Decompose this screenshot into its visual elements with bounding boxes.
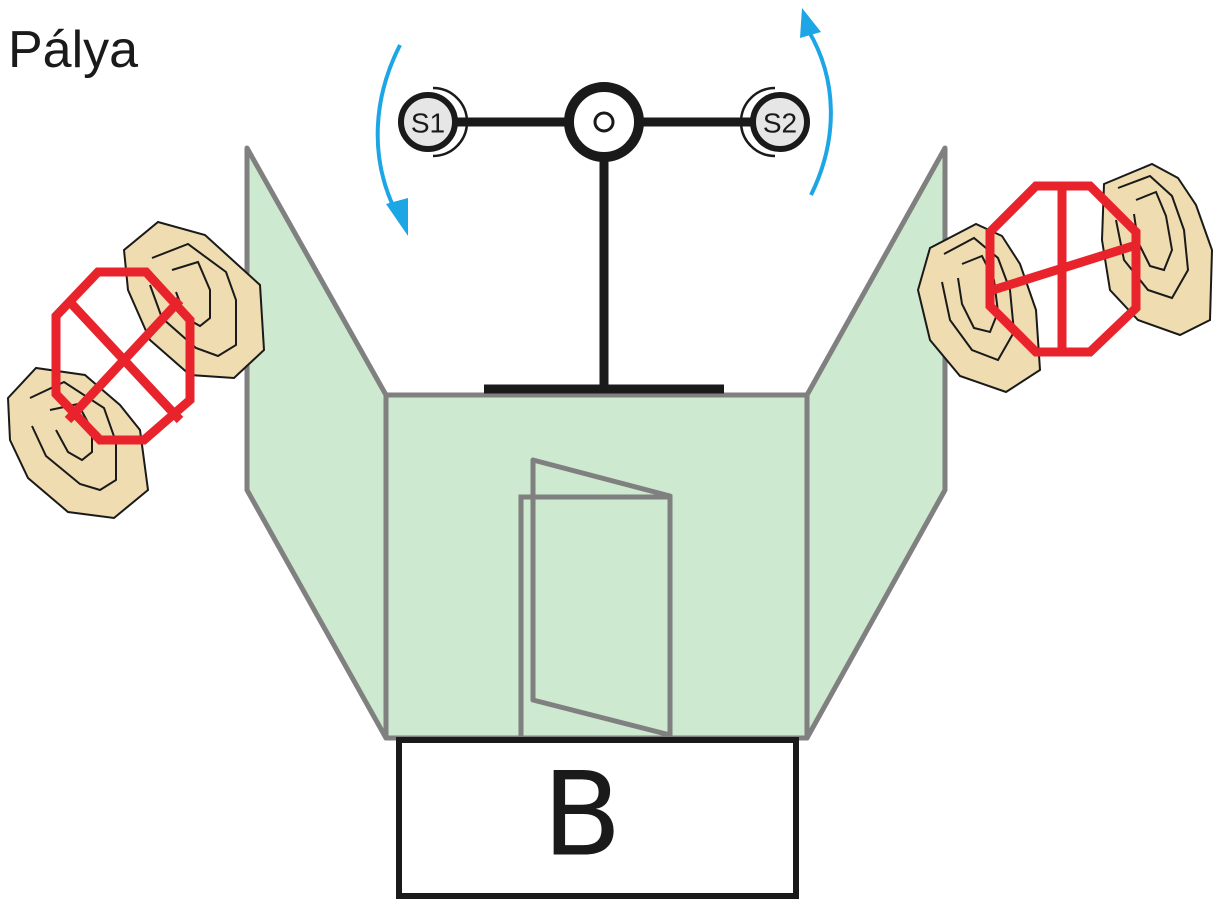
no-shoot-right <box>985 181 1141 357</box>
shooting-box: B <box>396 737 799 899</box>
door-frame <box>518 494 673 738</box>
plate-label-s1: S1 <box>411 108 445 139</box>
rotation-arrow-right-icon <box>800 8 833 196</box>
right-target-group <box>916 162 1214 394</box>
box-label: B <box>542 748 622 883</box>
plate-label-s2: S2 <box>763 108 797 139</box>
swinger-mechanism: S1 S2 <box>375 8 833 394</box>
steel-plate-s2: S2 <box>739 86 810 158</box>
no-shoot-cross-right-icon <box>991 186 1135 352</box>
open-door <box>530 457 673 738</box>
pivot-icon <box>564 82 644 162</box>
left-target-group <box>6 220 266 520</box>
left-wing-wall <box>244 145 389 741</box>
no-shoot-cross-left-icon <box>64 296 184 424</box>
rotation-arrow-left-icon <box>375 44 408 236</box>
right-wing-wall <box>804 145 948 741</box>
no-shoot-left <box>51 267 195 445</box>
wall-structure <box>244 145 948 741</box>
steel-plate-s1: S1 <box>398 86 469 158</box>
diagram-title: Pálya <box>8 21 139 79</box>
